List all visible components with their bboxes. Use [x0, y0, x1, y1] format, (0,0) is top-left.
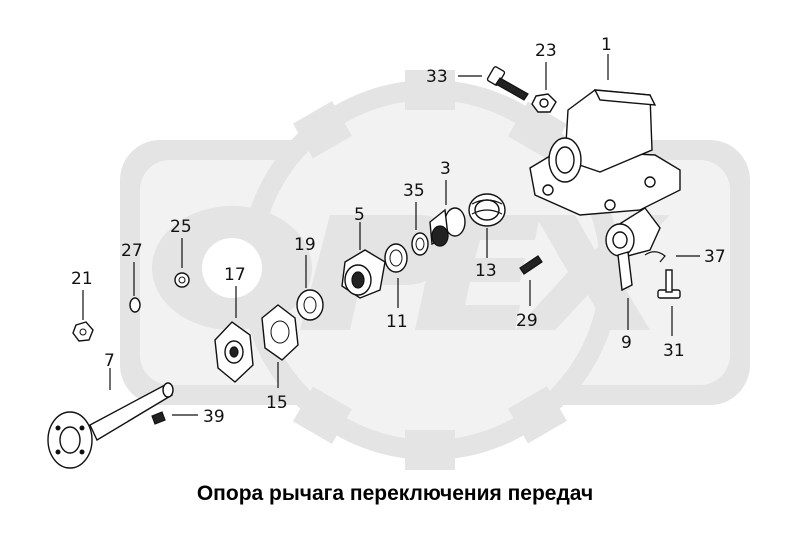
callout-31: 31 [663, 341, 685, 361]
part-13-spring [468, 193, 506, 227]
part-25-nut [174, 272, 190, 288]
callout-3: 3 [440, 159, 451, 179]
callout-13: 13 [475, 261, 497, 281]
callout-1: 1 [601, 35, 612, 55]
part-11-ring [384, 243, 408, 273]
part-5-sleeve [341, 249, 386, 299]
callout-35: 35 [403, 181, 425, 201]
callout-23: 23 [535, 41, 557, 61]
callout-33: 33 [426, 67, 448, 87]
callout-39: 39 [203, 407, 225, 427]
part-29-screw [519, 255, 543, 275]
part-9-lever [605, 207, 661, 292]
callout-21: 21 [71, 269, 93, 289]
part-27-washer [129, 297, 141, 313]
part-19-washer [296, 289, 324, 321]
part-7-shaft [47, 382, 174, 469]
part-1-housing [529, 89, 681, 216]
callout-7: 7 [104, 351, 115, 371]
callout-labels: 1 3 5 7 9 11 13 15 17 19 21 23 25 27 29 … [71, 35, 726, 427]
part-3-bushing [429, 207, 466, 247]
part-35-ring [411, 232, 429, 256]
callout-27: 27 [121, 241, 143, 261]
part-23-nut [531, 93, 557, 113]
part-17-plate [214, 321, 254, 383]
callout-5: 5 [354, 205, 365, 225]
diagram-caption: Опора рычага переключения передач [196, 482, 594, 505]
callout-11: 11 [386, 312, 408, 332]
part-37-clip [644, 251, 666, 263]
part-39-key [151, 411, 166, 425]
part-21-nut [72, 321, 94, 342]
callout-19: 19 [294, 235, 316, 255]
callout-9: 9 [621, 333, 632, 353]
part-31-bolt [657, 269, 681, 299]
callout-17: 17 [224, 265, 246, 285]
callout-29: 29 [516, 311, 538, 331]
leader-lines [82, 54, 700, 416]
callout-37: 37 [704, 247, 726, 267]
part-33-bolt [486, 66, 529, 101]
part-15-gasket [261, 304, 299, 361]
callout-15: 15 [266, 393, 288, 413]
callout-25: 25 [170, 217, 192, 237]
